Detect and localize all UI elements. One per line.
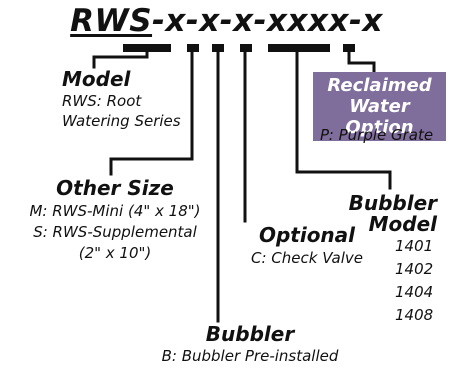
bar-reclaimed <box>343 44 355 52</box>
bubbler-desc: B: Bubbler Pre-installed <box>161 347 339 365</box>
model-code-prefix: RWS <box>70 3 153 39</box>
bubbler-model-item-1408: 1408 <box>395 306 434 324</box>
other-size-title: Other Size <box>56 176 174 200</box>
model-code-segments: -x-x-x-xxxx-x <box>152 3 383 39</box>
line-reclaimed <box>347 50 376 73</box>
bubbler-model-item-1401: 1401 <box>395 237 434 255</box>
model-code: RWS-x-x-x-xxxx-x <box>0 6 453 37</box>
bubbler-model-title-line-2: Model <box>368 212 437 236</box>
reclaimed-badge: Reclaimed Water Option <box>313 72 446 141</box>
other-size-desc-line-2: S: RWS-Supplemental <box>33 223 197 241</box>
other-size-desc-line-3: (2" x 10") <box>78 244 152 262</box>
bar-bubbler-model <box>268 44 330 52</box>
bar-model <box>123 44 171 52</box>
bar-bubbler <box>212 44 224 52</box>
model-desc-line-2: Watering Series <box>62 112 181 130</box>
line-other-size <box>109 50 194 176</box>
bubbler-title: Bubbler <box>205 322 295 346</box>
reclaimed-title-line-2: Water Option <box>345 96 414 138</box>
optional-title: Optional <box>258 223 356 247</box>
bubbler-model-item-1404: 1404 <box>395 283 434 301</box>
model-title: Model <box>62 67 131 91</box>
reclaimed-title-line-1: Reclaimed <box>327 75 432 96</box>
bubbler-model-item-1402: 1402 <box>395 260 434 278</box>
line-model <box>92 50 149 69</box>
other-size-desc-line-1: M: RWS-Mini (4" x 18") <box>29 202 201 220</box>
bar-optional <box>240 44 252 52</box>
bubbler-model-title-line-1: Bubbler <box>348 191 437 215</box>
line-bubbler-model <box>295 50 392 190</box>
optional-desc: C: Check Valve <box>251 249 363 267</box>
bar-other-size <box>187 44 199 52</box>
reclaimed-desc: P: Purple Grate <box>320 126 434 144</box>
model-desc-line-1: RWS: Root <box>62 92 142 110</box>
